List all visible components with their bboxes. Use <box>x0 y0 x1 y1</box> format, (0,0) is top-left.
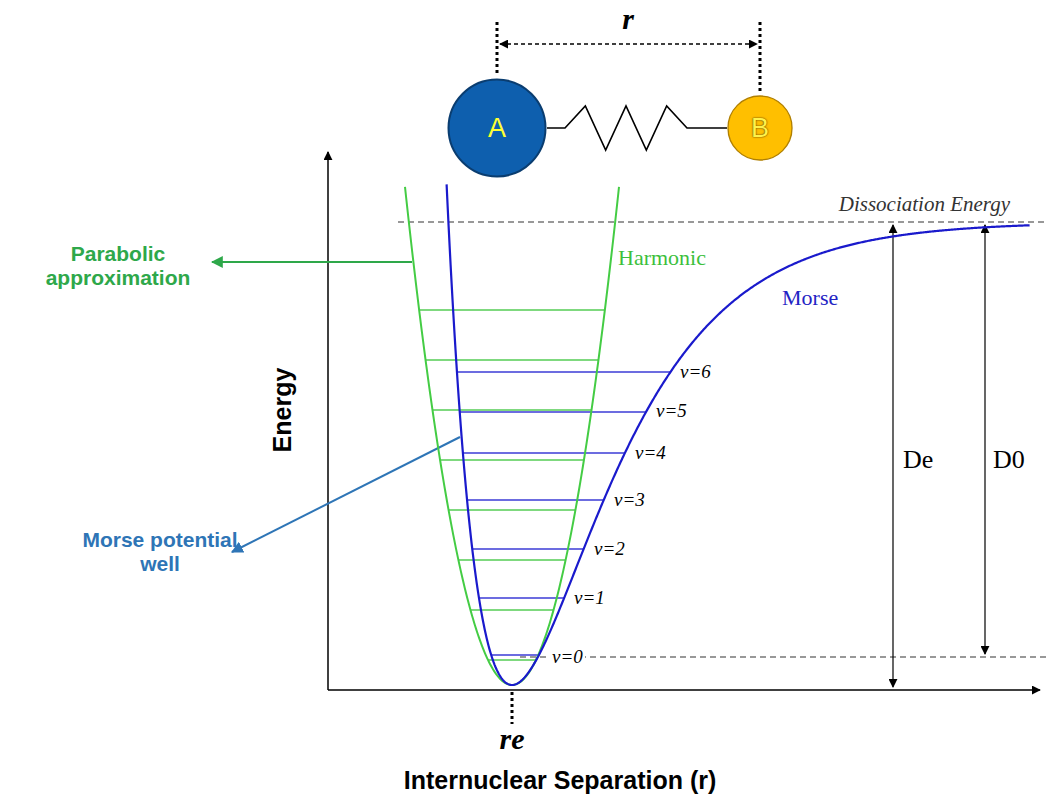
axis-mark: re <box>500 722 525 757</box>
harmonic-level <box>488 659 536 660</box>
atom-label: B <box>751 113 769 144</box>
harmonic-level <box>432 409 591 410</box>
level-label: v=3 <box>614 489 645 511</box>
atom-circle: A <box>447 78 547 178</box>
level-label: v=4 <box>635 442 666 464</box>
callout-label: Parabolic approximation <box>13 242 223 290</box>
morse-level <box>463 452 625 453</box>
level-label: v=0 <box>550 646 585 668</box>
harmonic-level <box>419 309 605 310</box>
morse-level <box>457 371 671 372</box>
axis-title: Internuclear Separation (r) <box>404 766 717 795</box>
atom-fill <box>449 80 546 177</box>
morse-level <box>460 411 646 412</box>
axis-title: Energy <box>268 368 297 453</box>
level-label: v=2 <box>594 538 625 560</box>
leader-arrow <box>232 437 460 552</box>
distance-label: r <box>622 2 634 37</box>
morse-curve <box>447 184 1030 685</box>
d0-arrow <box>984 225 985 654</box>
level-label: Dissociation Energy <box>839 192 1010 216</box>
harmonic-level <box>470 609 553 610</box>
zero-point-line <box>520 656 1046 657</box>
level-label: v=6 <box>680 361 711 383</box>
morse-level <box>491 654 539 655</box>
de-arrow <box>892 225 893 687</box>
distance-arrow <box>500 43 757 44</box>
curve-label: Morse <box>782 285 838 310</box>
reference-line <box>759 22 762 93</box>
curve-label: Harmonic <box>618 245 706 270</box>
level-label: v=5 <box>656 400 687 422</box>
morse-level <box>467 499 604 500</box>
separation-axis <box>328 689 1040 691</box>
energy-axis <box>327 152 329 690</box>
reference-line <box>511 692 514 724</box>
level-label: v=1 <box>574 587 605 609</box>
callout-label: Morse potential well <box>60 528 260 576</box>
dissociation-line <box>398 221 1046 222</box>
energy-label: D0 <box>993 445 1025 475</box>
atom-circle: B <box>727 95 793 161</box>
leader-arrow <box>212 261 412 263</box>
spring-connector <box>547 106 727 150</box>
reference-line <box>496 22 499 76</box>
atom-fill <box>728 96 792 160</box>
harmonic-curve <box>405 187 619 685</box>
harmonic-level <box>426 359 599 360</box>
harmonic-level <box>440 459 584 460</box>
morse-level <box>479 597 564 598</box>
atom-label: A <box>488 113 506 144</box>
energy-label: De <box>903 445 933 475</box>
